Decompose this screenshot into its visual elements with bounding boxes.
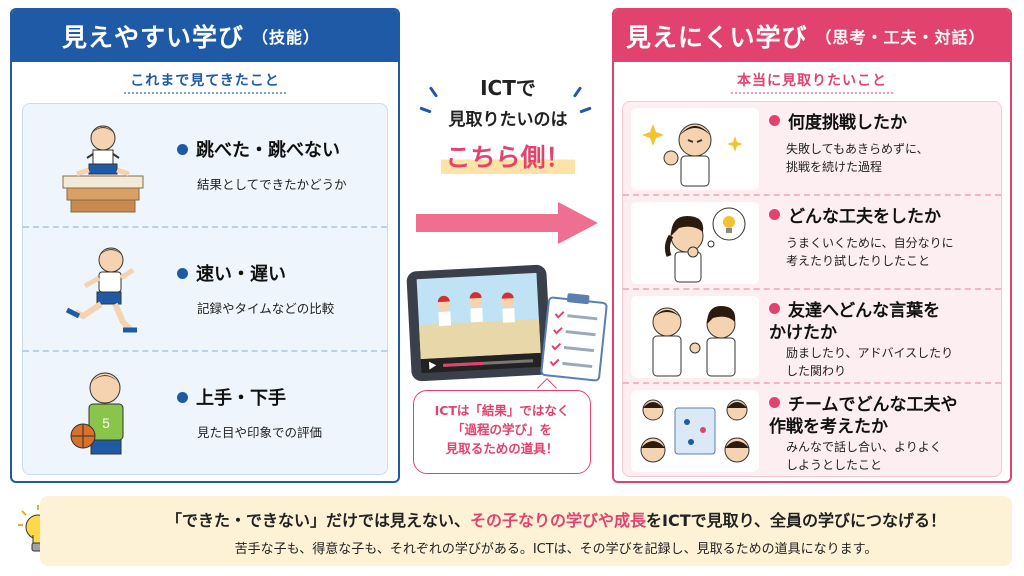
visible-item-title: 跳べた・跳べない xyxy=(177,136,340,162)
hidden-learning-panel: 見えにくい学び （思考・工夫・対話） 本当に見取りたいこと 何度挑戦したか 失敗… xyxy=(612,8,1012,483)
hidden-item-desc-line2: 考えたり試したりしたこと xyxy=(786,254,931,268)
hidden-item-desc: 励ましたり、アドバイスしたり した関わり xyxy=(786,344,998,380)
visible-item-desc: 見た目や印象での評価 xyxy=(197,425,323,440)
hidden-item-title: どんな工夫をしたか xyxy=(769,206,997,228)
bubble-line2: 「過程の学び」を xyxy=(451,422,552,437)
visible-item-desc: 記録やタイムなどの比較 xyxy=(197,301,335,316)
visible-learning-panel: 見えやすい学び （技能） これまで見てきたこと 跳べた・跳べない 結果としてでき… xyxy=(10,8,400,483)
hidden-item-desc-line2: 挑戦を続けた過程 xyxy=(786,160,883,174)
visible-item-title: 上手・下手 xyxy=(177,384,286,410)
bullet-icon xyxy=(177,267,188,279)
bubble-line3: 見取るための道具！ xyxy=(445,441,559,456)
hidden-learning-list: 何度挑戦したか 失敗してもあきらめずに、 挑戦を続けた過程 どんな工夫をしたか xyxy=(622,101,1002,477)
summary-main-part2: をICTで見取り、全員の学びにつなげる！ xyxy=(646,511,946,530)
summary-banner: 「できた・できない」だけでは見えない、その子なりの学びや成長をICTで見取り、全… xyxy=(40,496,1012,566)
hidden-item-desc-line1: 失敗してもあきらめずに、 xyxy=(786,142,929,156)
vaulting-child-icon xyxy=(62,125,144,213)
bubble-line1: ICTは「結果」ではなく xyxy=(434,403,570,418)
ict-message: ICTで 見取りたいのは こちら側！ xyxy=(408,72,608,174)
visible-learning-header: 見えやすい学び （技能） xyxy=(12,10,398,62)
hidden-learning-subtitle-text: 本当に見取りたいこと xyxy=(731,73,893,94)
talking-children-icon xyxy=(631,296,759,378)
svg-text:5: 5 xyxy=(102,415,110,431)
bullet-icon xyxy=(177,391,188,403)
hidden-item-desc-line2: しようとしたこと xyxy=(786,458,883,472)
visible-learning-title: 見えやすい学び xyxy=(62,23,245,52)
visible-learning-subtitle: これまで見てきたこと xyxy=(12,70,398,94)
hidden-item-title-line1: チームでどんな工夫や xyxy=(788,395,958,415)
hidden-item-title: チームでどんな工夫や 作戦を考えたか xyxy=(769,394,997,438)
ict-message-line2: 見取りたいのは xyxy=(448,110,568,130)
hidden-item-desc-line1: うまくいくために、自分なりに xyxy=(786,236,954,250)
hidden-learning-subtitle: 本当に見取りたいこと xyxy=(614,70,1010,94)
summary-main-text: 「できた・できない」だけでは見えない、その子なりの学びや成長をICTで見取り、全… xyxy=(110,507,1002,531)
bullet-icon xyxy=(769,303,780,314)
hidden-learning-header: 見えにくい学び （思考・工夫・対話） xyxy=(614,10,1010,62)
thinking-child-icon xyxy=(631,202,759,284)
summary-main-highlight: その子なりの学びや成長 xyxy=(470,511,647,530)
list-item: 5 上手・下手 見た目や印象での評価 xyxy=(23,352,387,476)
summary-sub-text: 苦手な子も、得意な子も、それぞれの学びがある。ICTは、その学びを記録し、見取る… xyxy=(234,542,878,557)
hidden-item-title: 友達へどんな言葉を かけたか xyxy=(769,300,997,344)
visible-learning-list: 跳べた・跳べない 結果としてできたかどうか 速い・遅い 記録やタイムなどの比較 xyxy=(22,103,388,475)
arrow-right-icon xyxy=(416,202,598,244)
list-item: 何度挑戦したか 失敗してもあきらめずに、 挑戦を続けた過程 xyxy=(623,102,1001,196)
running-child-icon xyxy=(65,247,137,333)
bullet-icon xyxy=(769,397,780,408)
hidden-item-desc-line2: した関わり xyxy=(786,364,847,378)
hidden-item-desc: みんなで話し合い、よりよく しようとしたこと xyxy=(786,438,998,474)
hidden-learning-title-sub: （思考・工夫・対話） xyxy=(815,28,986,47)
hidden-item-title: 何度挑戦したか xyxy=(769,112,997,134)
summary-main-part1: 「できた・できない」だけでは見えない、 xyxy=(165,511,470,530)
list-item: 友達へどんな言葉を かけたか 励ましたり、アドバイスしたり した関わり xyxy=(623,290,1001,384)
visible-learning-subtitle-text: これまで見てきたこと xyxy=(124,73,286,94)
determined-child-icon xyxy=(631,108,759,190)
list-item: 速い・遅い 記録やタイムなどの比較 xyxy=(23,228,387,352)
ball-child-icon: 5 xyxy=(70,372,124,455)
bullet-icon xyxy=(769,115,780,126)
team-strategy-icon xyxy=(631,390,759,472)
ict-tool-bubble: ICTは「結果」ではなく 「過程の学び」を 見取るための道具！ xyxy=(413,390,591,474)
hidden-item-desc: うまくいくために、自分なりに 考えたり試したりしたこと xyxy=(786,234,998,270)
hidden-item-title-line2: 作戦を考えたか xyxy=(769,417,888,437)
ict-message-highlight: こちら側！ xyxy=(441,138,575,174)
bullet-icon xyxy=(177,143,188,155)
visible-learning-title-sub: （技能） xyxy=(252,28,321,47)
list-item: チームでどんな工夫や 作戦を考えたか みんなで話し合い、よりよく しようとしたこ… xyxy=(623,384,1001,478)
list-item: 跳べた・跳べない 結果としてできたかどうか xyxy=(23,104,387,228)
hidden-item-title-text: どんな工夫をしたか xyxy=(788,207,941,227)
list-item: どんな工夫をしたか うまくいくために、自分なりに 考えたり試したりしたこと xyxy=(623,196,1001,290)
hidden-item-desc-line1: 励ましたり、アドバイスしたり xyxy=(786,346,954,360)
bullet-icon xyxy=(769,209,780,220)
hidden-item-desc: 失敗してもあきらめずに、 挑戦を続けた過程 xyxy=(786,140,998,176)
visible-item-title-text: 上手・下手 xyxy=(196,388,286,409)
visible-item-title-text: 跳べた・跳べない xyxy=(196,140,340,161)
tablet-video-icon xyxy=(406,264,608,382)
visible-item-title: 速い・遅い xyxy=(177,260,286,286)
hidden-item-title-line2: かけたか xyxy=(769,323,837,343)
hidden-item-title-line1: 友達へどんな言葉を xyxy=(788,301,941,321)
hidden-item-title-text: 何度挑戦したか xyxy=(788,113,907,133)
hidden-learning-title: 見えにくい学び xyxy=(626,23,808,52)
visible-item-title-text: 速い・遅い xyxy=(196,264,286,285)
ict-message-line1: ICTで xyxy=(480,76,536,100)
hidden-item-desc-line1: みんなで話し合い、よりよく xyxy=(786,440,942,454)
visible-item-desc: 結果としてできたかどうか xyxy=(197,177,347,192)
